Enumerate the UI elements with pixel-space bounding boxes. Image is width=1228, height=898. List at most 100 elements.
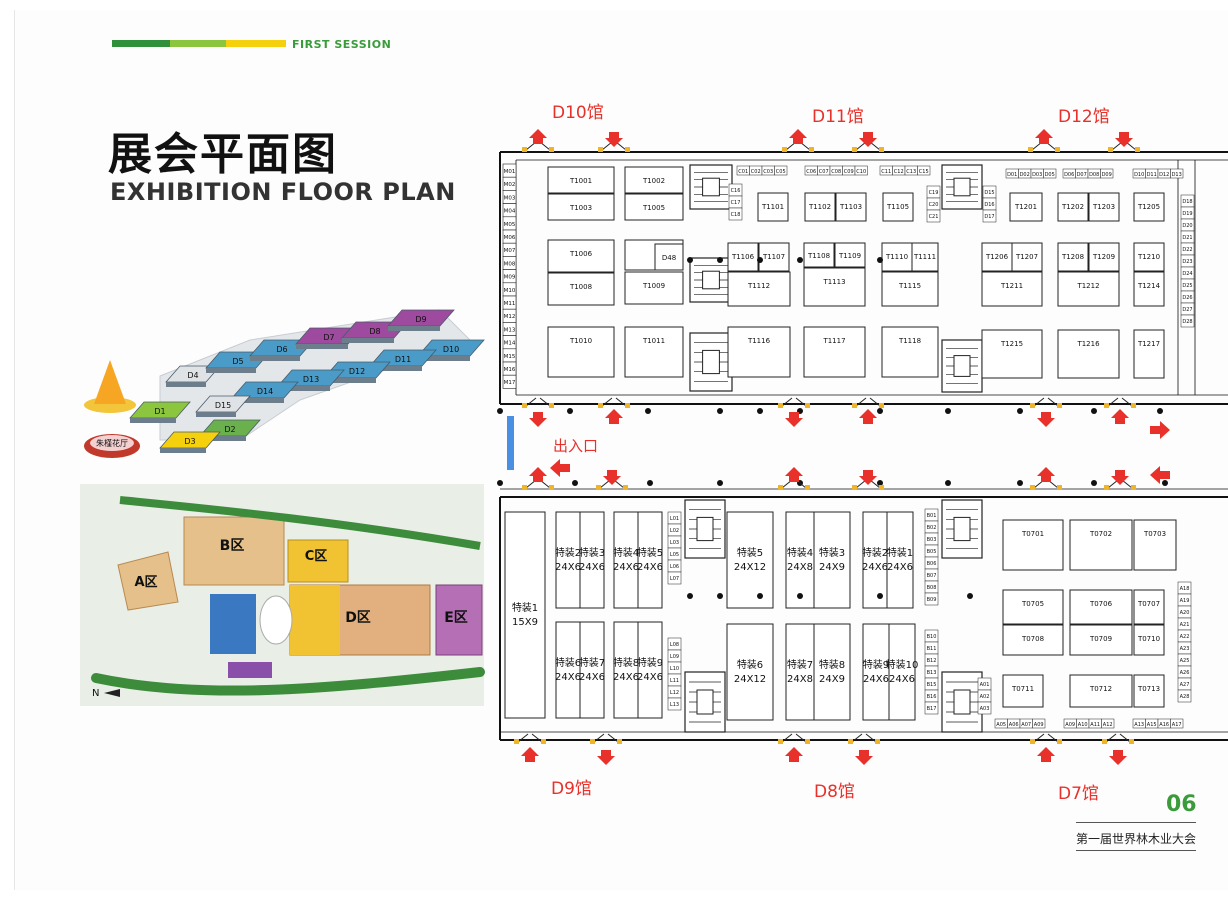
code-label: B15 bbox=[927, 682, 937, 688]
booth-label: T1110 bbox=[885, 253, 908, 261]
column-dot bbox=[717, 593, 723, 599]
zone-d5-side bbox=[206, 368, 256, 373]
booth-size: 24X9 bbox=[819, 562, 845, 573]
code-cell bbox=[926, 209, 941, 223]
m-label: M01 bbox=[504, 169, 516, 175]
code-label: B08 bbox=[927, 585, 937, 591]
door-light bbox=[549, 147, 554, 152]
booth-size: 24X8 bbox=[787, 562, 813, 573]
column-dot bbox=[945, 408, 951, 414]
code-label: D20 bbox=[1182, 223, 1192, 229]
code-label: D22 bbox=[1182, 247, 1192, 253]
m-label: M15 bbox=[504, 354, 516, 360]
door-light bbox=[879, 147, 884, 152]
zone-d3-side bbox=[160, 448, 206, 453]
m-label: M05 bbox=[504, 222, 516, 228]
flower-hall-label: 朱槿花厅 bbox=[96, 438, 128, 448]
zone-d12-label: D12 bbox=[349, 367, 365, 376]
booth-label: T0702 bbox=[1089, 530, 1112, 538]
code-label: A02 bbox=[980, 694, 990, 700]
booth-size: 24X6 bbox=[579, 672, 605, 683]
booth-size: 24X9 bbox=[819, 674, 845, 685]
booth-label: T1112 bbox=[747, 282, 770, 290]
code-label: C05 bbox=[776, 169, 786, 175]
column-dot bbox=[757, 593, 763, 599]
lower-door-arrow bbox=[529, 467, 547, 482]
mid-door bbox=[525, 397, 551, 407]
booth-t1105 bbox=[882, 192, 914, 222]
booth-label: 特装7 bbox=[579, 656, 605, 669]
booth-t0712 bbox=[1069, 674, 1133, 708]
bottom-door-arrow bbox=[521, 747, 539, 762]
column-dot bbox=[645, 408, 651, 414]
site-green-road bbox=[91, 667, 485, 696]
booth-label: 特装8 bbox=[819, 658, 845, 671]
column-dot bbox=[717, 408, 723, 414]
code-label: B06 bbox=[927, 561, 937, 567]
code-cell bbox=[924, 592, 939, 606]
mid-door bbox=[1033, 397, 1059, 407]
column-dot bbox=[877, 480, 883, 486]
booth-label: T1211 bbox=[1000, 282, 1023, 290]
code-label: B12 bbox=[927, 658, 937, 664]
booth-label: T1118 bbox=[898, 337, 921, 345]
booth-label: T1117 bbox=[822, 337, 845, 345]
m-label: M09 bbox=[504, 275, 516, 281]
exit-arrow-east-2 bbox=[1150, 466, 1170, 484]
column-dot bbox=[717, 257, 723, 263]
code-cell bbox=[854, 165, 868, 176]
mid-door-arrow bbox=[529, 412, 547, 427]
code-cell bbox=[977, 701, 992, 715]
conference-name: 第一届世界林木业大会 bbox=[1076, 832, 1197, 846]
code-label: A10 bbox=[1078, 722, 1088, 728]
code-cell bbox=[667, 571, 682, 585]
booth-label: 特装1 bbox=[887, 546, 913, 559]
lower-door bbox=[855, 479, 881, 489]
entrance-label: 出入口 bbox=[553, 437, 599, 455]
site-zone-b-label: B区 bbox=[220, 538, 245, 554]
door-light bbox=[848, 739, 853, 744]
booth-t1211 bbox=[981, 271, 1043, 307]
zone-d10-side bbox=[418, 356, 470, 361]
booth-t1207 bbox=[1011, 242, 1043, 272]
site-zone-c-label: C区 bbox=[305, 549, 328, 564]
booth-label: 特装5 bbox=[637, 546, 663, 559]
booth-special-1b bbox=[886, 511, 914, 609]
booth-t1116 bbox=[727, 326, 791, 378]
zone-d1-label: D1 bbox=[154, 407, 165, 416]
code-label: B01 bbox=[927, 513, 937, 519]
booth-t0711 bbox=[1002, 674, 1044, 708]
bottom-door-arrow bbox=[855, 750, 873, 765]
booth-special-5 bbox=[637, 511, 663, 609]
door-light bbox=[1129, 739, 1134, 744]
code-label: C20 bbox=[929, 202, 939, 208]
code-label: A15 bbox=[1147, 722, 1157, 728]
booth-t1201 bbox=[1009, 192, 1043, 222]
booth-t1107 bbox=[758, 242, 790, 272]
booth-label: T1206 bbox=[985, 253, 1009, 261]
column-dot bbox=[757, 257, 763, 263]
bottom-door-arrow bbox=[1037, 747, 1055, 762]
door-light bbox=[1104, 403, 1109, 408]
booth-label: T1103 bbox=[839, 203, 862, 211]
hall-label-d10: D10馆 bbox=[552, 103, 604, 123]
mid-door-arrow bbox=[1037, 412, 1055, 427]
booth-label: T1005 bbox=[642, 204, 665, 212]
door-light bbox=[1131, 485, 1136, 490]
zone-d12-side bbox=[324, 378, 376, 383]
column-dot bbox=[717, 480, 723, 486]
column-dot bbox=[567, 408, 573, 414]
bottom-door bbox=[1105, 733, 1131, 743]
booth-t1216 bbox=[1057, 329, 1120, 379]
code-label: L09 bbox=[670, 654, 679, 660]
top-door-arrow bbox=[1035, 129, 1053, 144]
booth-special-5b bbox=[726, 511, 774, 609]
stair-core bbox=[702, 349, 720, 375]
page-title-en: EXHIBITION FLOOR PLAN bbox=[110, 178, 456, 206]
code-label: A23 bbox=[1180, 646, 1190, 652]
booth-label: T0707 bbox=[1137, 600, 1160, 608]
m-label: M10 bbox=[504, 288, 516, 294]
booth-t1209 bbox=[1088, 242, 1120, 272]
site-water bbox=[210, 594, 256, 654]
booth-size: 15X9 bbox=[512, 617, 538, 628]
